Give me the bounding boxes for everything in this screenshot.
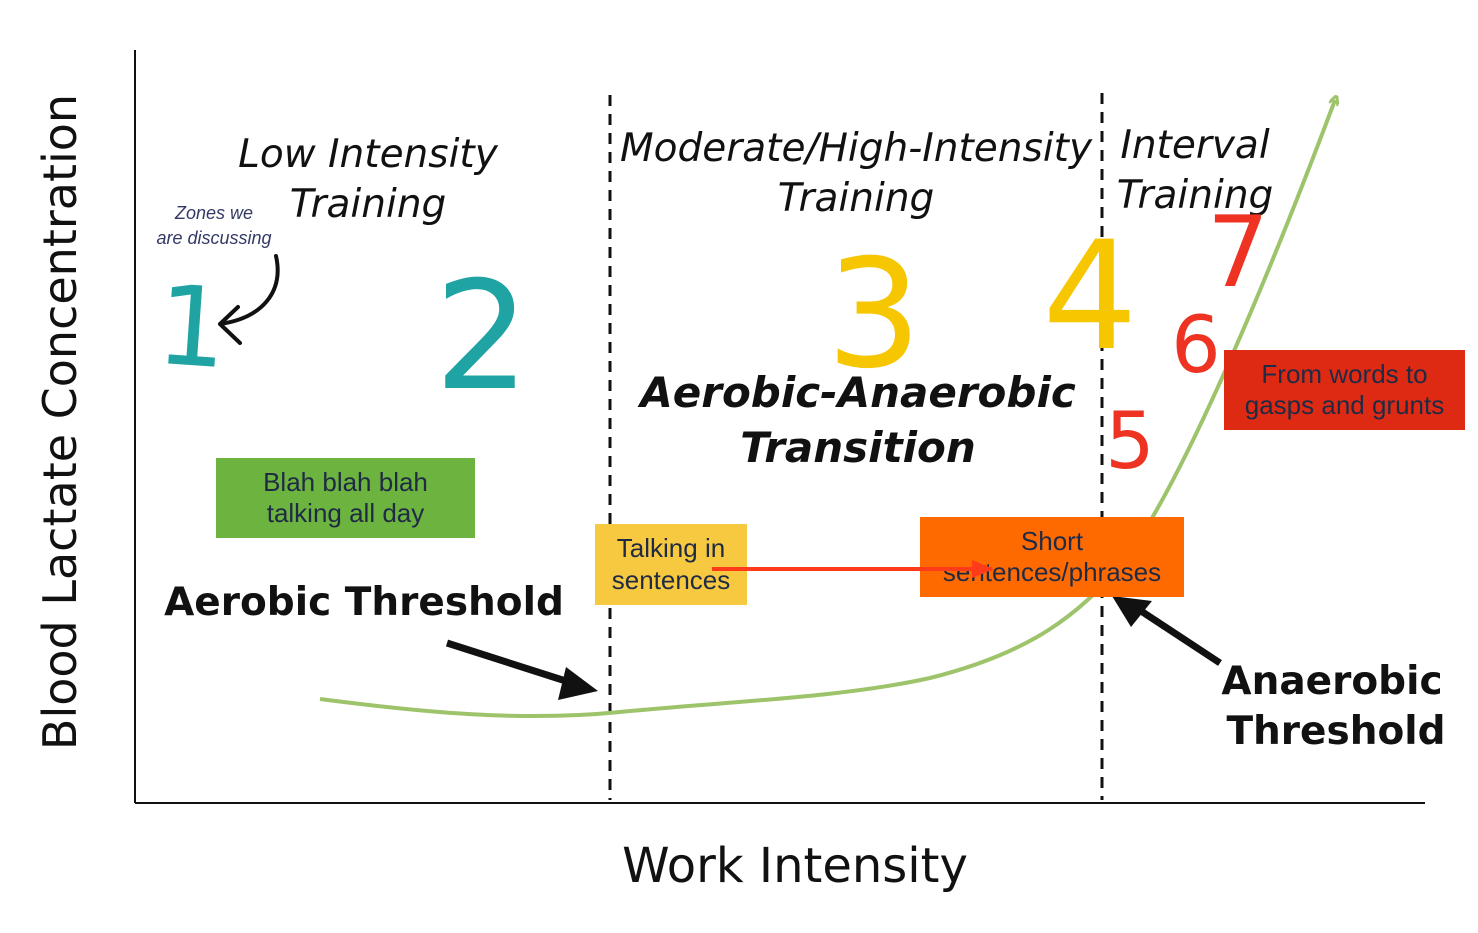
callout-blah: Blah blah blah talking all day (216, 458, 475, 538)
zone-number-7: 7 (1207, 196, 1269, 310)
y-axis-label: Blood Lactate Concentration (33, 94, 87, 750)
zones-note-arrow (218, 254, 280, 345)
zone-number-1: 1 (153, 261, 232, 394)
region-interval-line1: Interval (1120, 123, 1270, 168)
x-axis-label: Work Intensity (622, 838, 968, 894)
zones-note-line1: Zones we (174, 203, 253, 223)
zones-note-line2: are discussing (156, 228, 271, 248)
region-low-line1: Low Intensity (238, 132, 499, 177)
region-moderate-line2: Training (778, 176, 935, 221)
zone-number-4: 4 (1042, 210, 1137, 384)
lactate-curve (319, 100, 1335, 719)
zone-number-5: 5 (1105, 397, 1155, 487)
callout-gasps-and-grunts: From words to gasps and grunts (1224, 350, 1465, 430)
region-interval-line2: Training (1117, 173, 1274, 218)
aerobic-threshold-label: Aerobic Threshold (164, 580, 564, 625)
zone-number-3: 3 (826, 228, 921, 402)
transition-line2: Transition (740, 423, 976, 472)
zone-number-2: 2 (434, 250, 529, 424)
region-low-line2: Training (290, 182, 447, 227)
callout-talking-in-sentences: Talking in sentences (595, 524, 747, 605)
region-moderate-line1: Moderate/High-Intensity (620, 126, 1093, 171)
aerobic-threshold-arrowhead (558, 667, 598, 700)
zone-number-6: 6 (1171, 301, 1221, 391)
anaerobic-threshold-arrowhead (1112, 596, 1152, 627)
callout-short-sentences: Short sentences/phrases (920, 517, 1184, 597)
anaerobic-threshold-label-line2: Threshold (1226, 709, 1445, 754)
anaerobic-threshold-arrow (1133, 604, 1222, 666)
anaerobic-threshold-label-line1: Anaerobic (1221, 659, 1442, 704)
aerobic-threshold-arrow (445, 639, 574, 687)
transition-line1: Aerobic-Anaerobic (637, 368, 1076, 417)
